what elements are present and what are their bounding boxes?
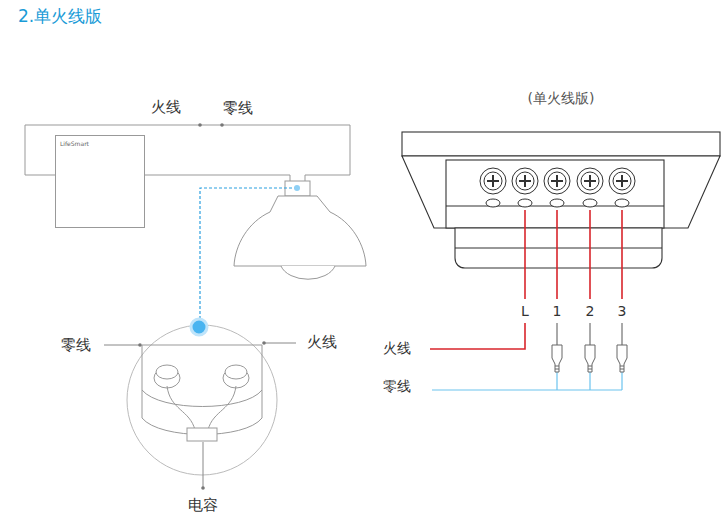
wire — [25, 125, 55, 175]
screw-head — [581, 172, 599, 190]
neutral-wire-label: 零线 — [60, 336, 92, 354]
terminal-label: L — [520, 303, 530, 320]
lamp-socket — [285, 181, 310, 196]
leader-dot — [220, 123, 224, 127]
terminal-hole — [518, 199, 532, 207]
brand-label: LifeSmart — [60, 140, 144, 147]
wire-neutral — [432, 372, 622, 390]
zoom-circle — [127, 325, 277, 475]
capacitor-lead — [167, 386, 236, 430]
lamp-shade — [234, 196, 366, 266]
lamp — [234, 181, 366, 279]
leader-lines — [104, 343, 296, 488]
wall-switch: LifeSmart — [55, 135, 145, 228]
neutral-wire-label: 零线 — [382, 378, 412, 395]
bulb-thread — [555, 366, 559, 369]
live-wire-label: 火线 — [150, 98, 182, 116]
switch-housing — [402, 132, 720, 268]
leader-dot — [262, 341, 266, 345]
capacitor — [187, 428, 217, 441]
leader-dot — [201, 486, 205, 490]
housing-body — [402, 156, 720, 228]
screw-head — [480, 168, 506, 194]
lamp-base — [142, 345, 262, 407]
capacitor-label: 电容 — [187, 496, 219, 514]
screw-slot — [551, 175, 563, 187]
lamp-bulb — [281, 266, 335, 279]
terminal-hole — [550, 199, 564, 207]
screw-slot — [616, 175, 628, 187]
terminal-label: 3 — [617, 303, 628, 320]
zoom-dot — [191, 319, 207, 335]
screw-head — [484, 172, 502, 190]
housing-bottom — [455, 228, 662, 268]
leader-line — [104, 345, 140, 346]
terminal-label: 1 — [552, 303, 563, 320]
load-wiring — [430, 210, 622, 390]
leader-line — [203, 442, 204, 488]
bulb-symbol — [617, 345, 627, 372]
leader-dot — [198, 123, 202, 127]
housing-line — [455, 247, 662, 248]
screw-slot — [487, 175, 499, 187]
terminal-label: 2 — [585, 303, 596, 320]
neutral-wire-label: 零线 — [222, 99, 254, 117]
screw-head — [613, 172, 631, 190]
screw-head — [544, 168, 570, 194]
switch-heading: (单火线版) — [402, 90, 720, 116]
terminal — [156, 365, 178, 379]
leader-dot — [138, 343, 142, 347]
wire-live — [430, 323, 525, 349]
wire — [145, 175, 290, 183]
zoom-point — [294, 185, 300, 191]
wire-switched — [557, 210, 622, 299]
capacitor-closeup — [142, 345, 262, 441]
terminal — [225, 365, 247, 379]
leader-line — [264, 343, 296, 344]
heading: (单火线版) — [402, 90, 720, 108]
screw-head — [609, 168, 635, 194]
screw-head — [516, 172, 534, 190]
bulb-thread — [588, 366, 592, 369]
screw-head — [548, 172, 566, 190]
bulb-symbol — [552, 345, 562, 372]
base-edge — [142, 345, 262, 346]
screw-slot — [584, 175, 596, 187]
bulb-thread — [620, 366, 624, 369]
terminal-strip — [446, 160, 664, 228]
wire-live — [524, 210, 526, 299]
screw-slot — [519, 175, 531, 187]
screw-head — [577, 168, 603, 194]
wire-stem — [557, 323, 622, 345]
title: 2.单火线版 — [18, 6, 102, 26]
terminal-hole — [615, 199, 629, 207]
bulbs — [552, 345, 627, 372]
zoom-leader — [200, 188, 297, 322]
live-wire-label: 火线 — [382, 340, 412, 357]
live-wire-label: 火线 — [306, 333, 338, 351]
screw-head — [512, 168, 538, 194]
bulb-symbol — [585, 345, 595, 372]
housing-top — [402, 132, 720, 156]
terminal-hole — [486, 199, 500, 207]
terminal-screws — [480, 168, 635, 207]
terminal-hole — [583, 199, 597, 207]
